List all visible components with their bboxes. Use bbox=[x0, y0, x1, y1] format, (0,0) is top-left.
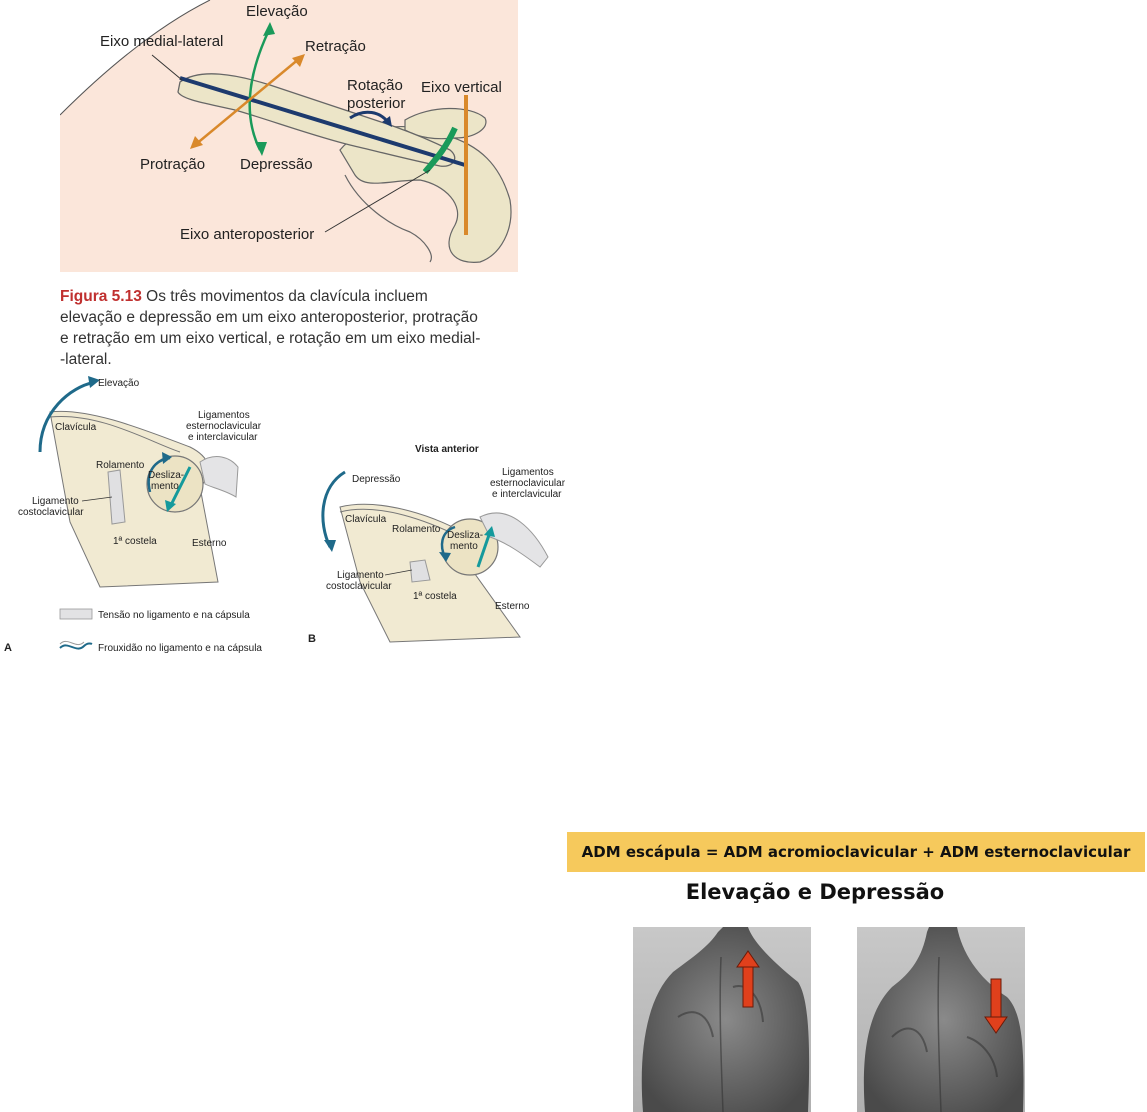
label-rotacao-1: Rotação bbox=[347, 77, 403, 94]
back-photo-depression bbox=[857, 927, 1025, 1112]
adm-formula-box: ADM escápula = ADM acromioclavicular + A… bbox=[567, 832, 1145, 872]
b-label-clavicula: Clavícula bbox=[345, 514, 387, 525]
clavicle-movements-illustration: Elevação Eixo medial-lateral Retração Ro… bbox=[60, 0, 518, 272]
label-depressao: Depressão bbox=[240, 156, 313, 173]
label-eixo-vertical: Eixo vertical bbox=[421, 79, 502, 96]
b-label-ligamento-costo-2: costoclavicular bbox=[326, 581, 392, 592]
panel-b: Vista anterior Depressão Clavícula Ligam… bbox=[321, 444, 566, 643]
a-label-ligamentos-2: esternoclavicular bbox=[186, 421, 262, 432]
label-retracao: Retração bbox=[305, 38, 366, 55]
caption-figure-label: Figura 5.13 bbox=[60, 288, 142, 305]
a-label-deslizamento-2: mento bbox=[151, 481, 179, 492]
adm-formula: ADM escápula = ADM acromioclavicular + A… bbox=[581, 843, 1131, 861]
a-label-ligamento-costo-2: costoclavicular bbox=[18, 507, 84, 518]
a-label-esterno: Esterno bbox=[192, 538, 227, 549]
label-eixo-anteroposterior: Eixo anteroposterior bbox=[180, 226, 314, 243]
label-eixo-medial-lateral: Eixo medial-lateral bbox=[100, 33, 223, 50]
panel-a: Elevação Clavícula Ligamentos esternocla… bbox=[18, 376, 262, 588]
a-label-deslizamento-1: Desliza- bbox=[148, 470, 184, 481]
a-label-ligamentos-3: e interclavicular bbox=[188, 432, 258, 443]
legend-frouxidao: Frouxidão no ligamento e na cápsula bbox=[98, 643, 262, 654]
b-label-rolamento: Rolamento bbox=[392, 524, 441, 535]
label-rotacao-2: posterior bbox=[347, 95, 405, 112]
figure-caption: Figura 5.13 Os três movimentos da clavíc… bbox=[60, 286, 522, 370]
caption-line-2: elevação e depressão em um eixo anteropo… bbox=[60, 309, 478, 326]
b-label-deslizamento-1: Desliza- bbox=[447, 530, 483, 541]
a-label-clavicula: Clavícula bbox=[55, 422, 97, 433]
a-label-elevacao: Elevação bbox=[98, 378, 140, 389]
legend: Tensão no ligamento e na cápsula Frouxid… bbox=[59, 608, 262, 654]
b-label-esterno: Esterno bbox=[495, 601, 530, 612]
legend-tensao: Tensão no ligamento e na cápsula bbox=[98, 610, 250, 621]
sternoclavicular-joint-illustration: Elevação Clavícula Ligamentos esternocla… bbox=[4, 376, 566, 654]
caption-line-4: -lateral. bbox=[60, 351, 112, 368]
b-label-ligamentos-1: Ligamentos bbox=[502, 467, 554, 478]
b-label-vista-anterior: Vista anterior bbox=[415, 444, 479, 455]
section-title: Elevação e Depressão bbox=[685, 880, 945, 904]
a-label-rolamento: Rolamento bbox=[96, 460, 145, 471]
b-label-costela: 1ª costela bbox=[413, 591, 457, 602]
label-elevacao: Elevação bbox=[246, 3, 308, 20]
caption-line-3: e retração em um eixo vertical, e rotaçã… bbox=[60, 330, 481, 347]
b-label-ligamentos-2: esternoclavicular bbox=[490, 478, 566, 489]
b-label-ligamento-costo-1: Ligamento bbox=[337, 570, 384, 581]
panel-letter-a: A bbox=[4, 642, 12, 654]
b-label-ligamentos-3: e interclavicular bbox=[492, 489, 562, 500]
label-protracao: Protração bbox=[140, 156, 205, 173]
b-label-deslizamento-2: mento bbox=[450, 541, 478, 552]
a-label-ligamento-costo-1: Ligamento bbox=[32, 496, 79, 507]
panel-letter-b: B bbox=[308, 633, 316, 645]
b-label-depressao: Depressão bbox=[352, 474, 401, 485]
back-photo-elevation bbox=[633, 927, 811, 1112]
caption-line-1: Os três movimentos da clavícula incluem bbox=[146, 288, 428, 305]
a-label-costela: 1ª costela bbox=[113, 536, 157, 547]
a-label-ligamentos-1: Ligamentos bbox=[198, 410, 250, 421]
